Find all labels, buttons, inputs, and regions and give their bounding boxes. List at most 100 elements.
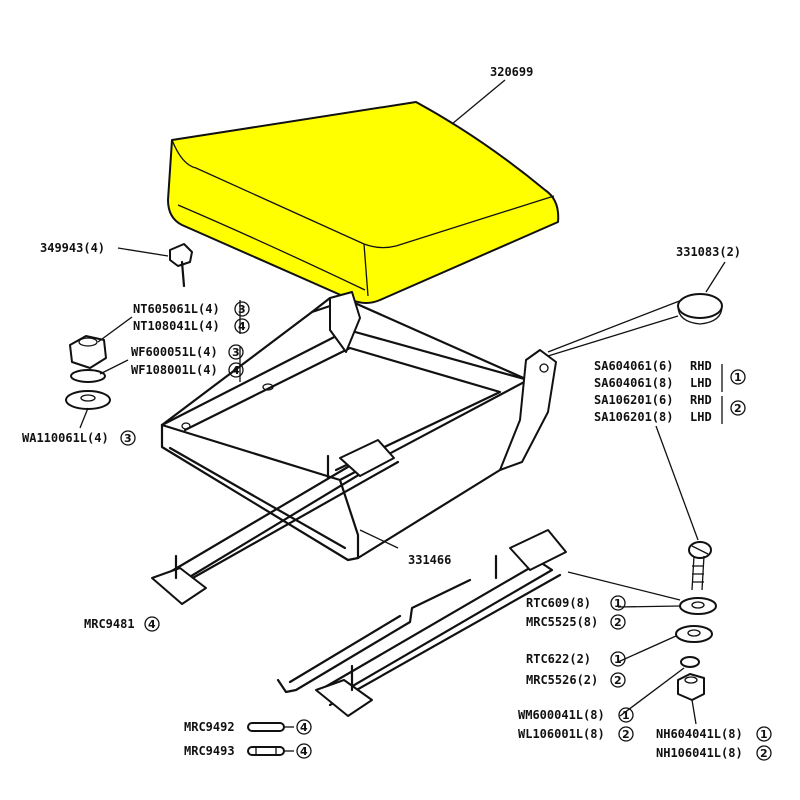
frame-left-wall (160, 296, 332, 427)
seat-frame[interactable] (160, 291, 557, 562)
leader-grommet (705, 261, 726, 293)
pin-mrc9493-body (247, 746, 285, 756)
ref-circle (618, 707, 634, 723)
ref-rtc609: 1 (614, 597, 622, 610)
label-nut-b: NT108041L(4) (133, 319, 220, 333)
ref-screw-group-2: 2 (734, 402, 742, 415)
leader-wm600041 (619, 667, 685, 717)
leader-lines (79, 79, 726, 725)
spring-washer-right (680, 656, 700, 668)
hex-nut-left-hole (78, 337, 98, 347)
runner-left[interactable] (151, 439, 400, 605)
mounting-bracket (499, 349, 557, 471)
leader-nh604041 (691, 699, 697, 725)
ref-nh604041: 1 (760, 728, 768, 741)
cushion-body[interactable] (167, 101, 560, 304)
spring-washer-left (70, 369, 106, 383)
release-bar-inner (288, 614, 402, 684)
label-mrc5526: MRC5526(2) (526, 673, 598, 687)
label-grommet: 331083(2) (676, 245, 741, 259)
frame-inner (183, 346, 502, 472)
runner-left-rear-foot (339, 439, 395, 477)
seat-cushion[interactable] (167, 101, 560, 304)
ref-mrc5525: 2 (614, 616, 622, 629)
ref-circle (618, 726, 634, 742)
part-labels: 320699 349943(4) NT605061L(4) 3 NT108041… (22, 65, 772, 761)
label-screw-1: SA604061(6) (594, 359, 673, 373)
label-screw-3: SA106201(6) (594, 393, 673, 407)
pin-mrc9493[interactable] (247, 746, 294, 756)
label-wl106001: WL106001L(8) (518, 727, 605, 741)
ref-circle (730, 369, 746, 385)
ref-screw-group-1: 1 (734, 371, 742, 384)
label-runner-left: MRC9481 (84, 617, 135, 631)
ref-mrc9493: 4 (300, 745, 308, 758)
ref-circle (228, 362, 244, 378)
leader-flat-washer (79, 407, 89, 429)
label-nh604041: NH604041L(8) (656, 727, 743, 741)
label-screw-3-side: RHD (690, 393, 712, 407)
leader-fixing-line (567, 571, 681, 601)
runner-right[interactable] (276, 529, 567, 717)
ref-washer-a: 3 (232, 346, 240, 359)
label-screw-4: SA106201(8) (594, 410, 673, 424)
leader-screw (655, 425, 699, 541)
runner-left-rail-lower (173, 460, 400, 590)
ref-circle (610, 651, 626, 667)
frame-front-face (160, 423, 360, 562)
ref-circle (228, 344, 244, 360)
flat-washer-lower-hole (687, 629, 701, 637)
leader-frame (359, 529, 399, 549)
leader-rtc609 (617, 605, 681, 608)
label-rtc622: RTC622(2) (526, 652, 591, 666)
ref-circle (610, 672, 626, 688)
hex-nut-right (677, 673, 705, 701)
label-nut-a: NT605061L(4) (133, 302, 220, 316)
frame-hole (262, 383, 274, 391)
screw-slot (691, 545, 709, 555)
ref-circle (610, 614, 626, 630)
ref-circle (610, 595, 626, 611)
cushion-inner-edge (363, 243, 369, 297)
leader-spring-washer (99, 359, 129, 375)
leader-cushion (451, 79, 506, 125)
stud-349943[interactable] (169, 243, 193, 288)
label-cushion: 320699 (490, 65, 533, 79)
ref-circle (756, 726, 772, 742)
label-mrc5525: MRC5525(8) (526, 615, 598, 629)
label-screw-4-side: LHD (690, 410, 712, 424)
runner-right-rail (318, 560, 554, 700)
stud-head (169, 243, 193, 267)
flat-washer-upper-hole (691, 601, 705, 609)
ref-circle (234, 318, 250, 334)
ref-washer-c: 3 (124, 432, 132, 445)
ref-mrc5526: 2 (614, 674, 622, 687)
label-screw-2: SA604061(8) (594, 376, 673, 390)
screw-stack-right[interactable] (675, 541, 717, 701)
label-wm600041: WM600041L(8) (518, 708, 605, 722)
label-stud: 349943(4) (40, 241, 105, 255)
flat-washer-left (65, 390, 111, 410)
ref-circle (144, 616, 160, 632)
grommet-cap (677, 293, 723, 319)
pin-mrc9492[interactable] (247, 722, 294, 732)
nut-washer-stack-left[interactable] (65, 335, 111, 410)
hex-nut-left (69, 335, 107, 369)
grommet-331083[interactable] (547, 293, 723, 357)
hex-nut-right-hole (684, 676, 698, 684)
pin-mrc9492-body (247, 722, 285, 732)
ref-nut-b: 4 (238, 320, 246, 333)
ref-circle (120, 430, 136, 446)
leader-nut (97, 316, 133, 343)
label-nh106041: NH106041L(8) (656, 746, 743, 760)
release-bar (276, 578, 472, 694)
stud-shank (180, 260, 186, 288)
flat-washer-lower (675, 625, 713, 643)
runner-right-rear-foot (509, 529, 567, 571)
frame-front-lip (168, 446, 347, 550)
ref-wl106001: 2 (622, 728, 630, 741)
ref-nut-a: 3 (238, 303, 246, 316)
label-frame: 331466 (408, 553, 451, 567)
grommet-guide (547, 299, 683, 357)
